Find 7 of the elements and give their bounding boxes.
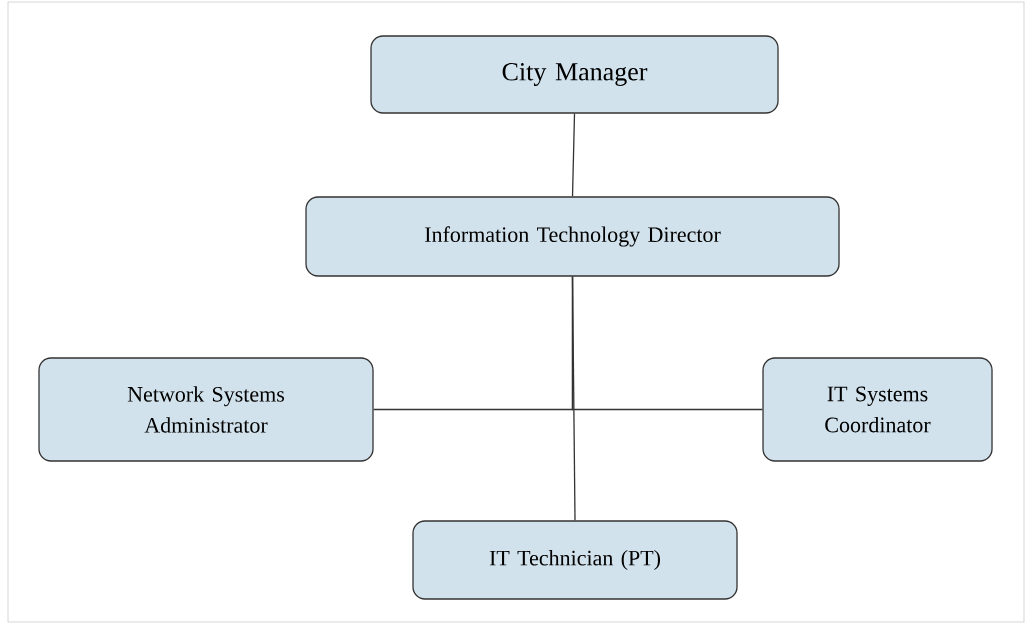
position-box: Network Systems Administrator (38, 357, 374, 462)
position-box: Information Technology Director (305, 196, 840, 277)
connector-line (571, 113, 576, 197)
connector-line (571, 276, 576, 521)
position-box: IT Systems Coordinator (762, 357, 993, 462)
position-box: IT Technician (PT) (412, 520, 738, 600)
position-box: City Manager (370, 35, 779, 114)
